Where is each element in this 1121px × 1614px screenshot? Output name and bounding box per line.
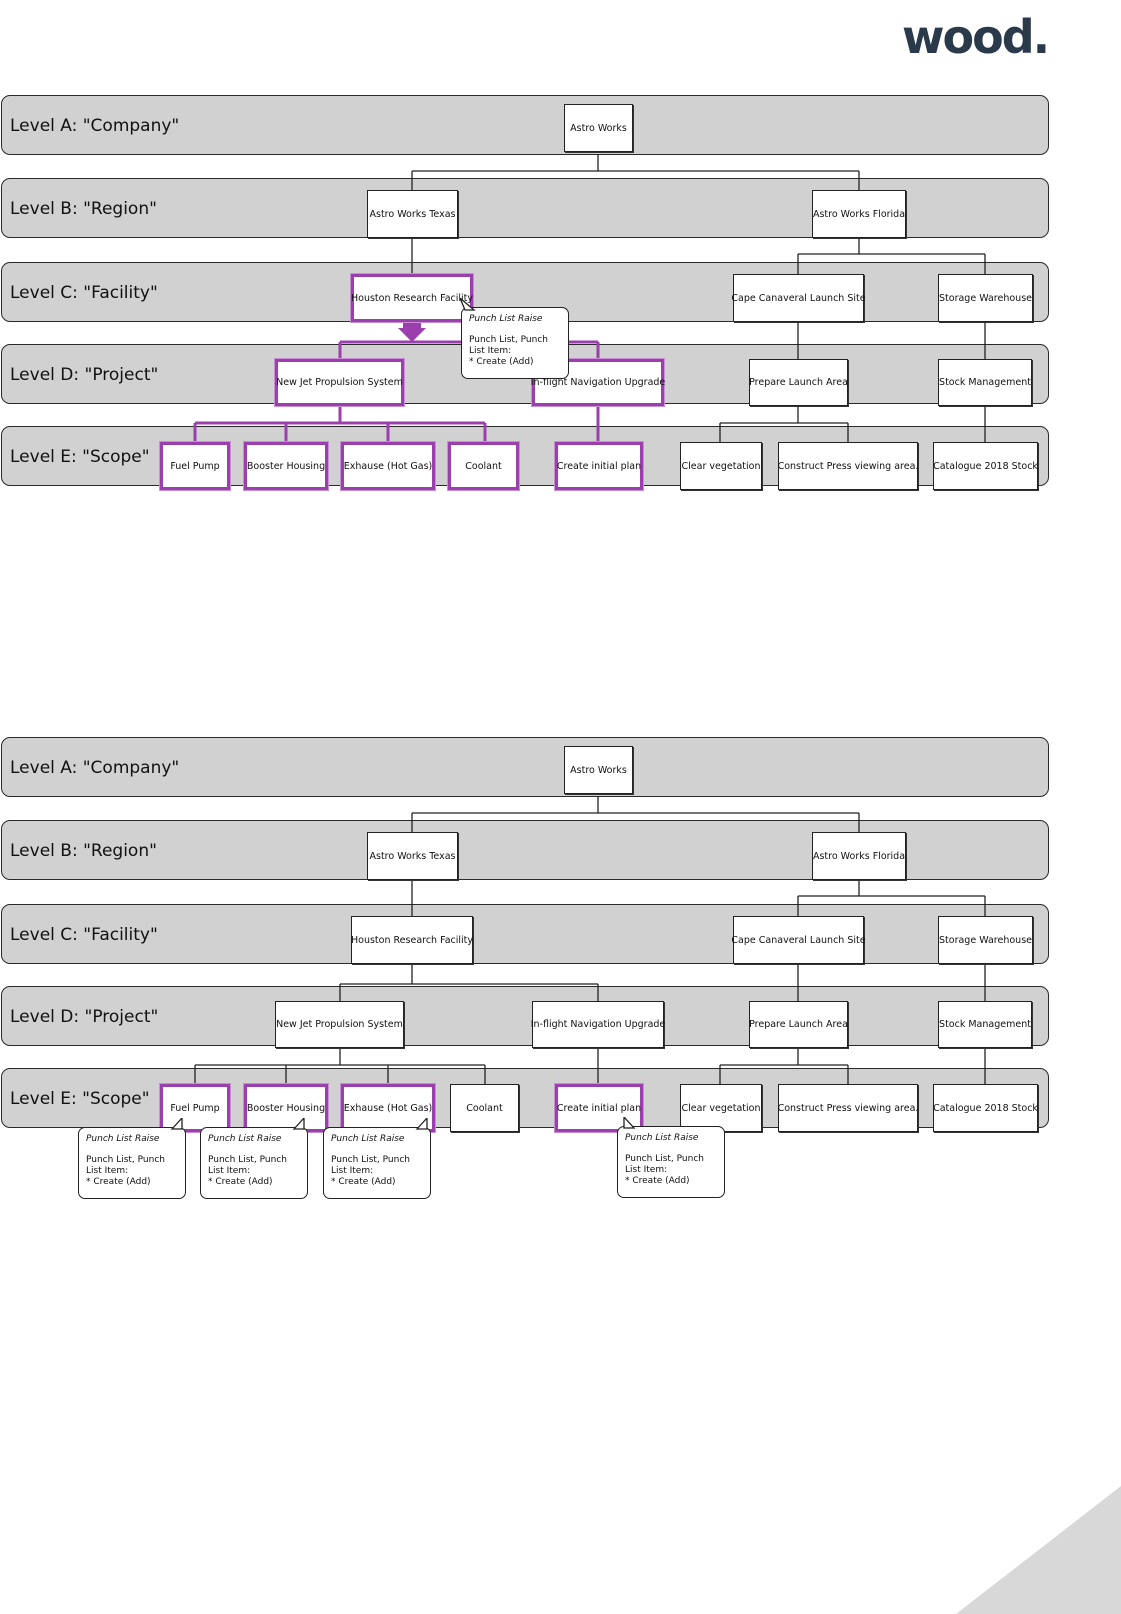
node-coolant[interactable]: Coolant xyxy=(450,1084,519,1132)
node-catalogue-stock[interactable]: Catalogue 2018 Stock xyxy=(933,442,1038,490)
callout-body: Punch List, Punch List Item: * Create (A… xyxy=(331,1155,410,1187)
callout-tail xyxy=(415,1118,428,1130)
callout-tail xyxy=(460,298,476,311)
node-clear-vegetation[interactable]: Clear vegetation xyxy=(680,442,762,490)
node-construct-press[interactable]: Construct Press viewing area. xyxy=(778,442,918,490)
node-create-initial-plan[interactable]: Create initial plan xyxy=(555,442,643,490)
punch-list-callout-fuel-pump: Punch List Raise Punch List, Punch List … xyxy=(78,1127,186,1199)
level-label-c: Level C: "Facility" xyxy=(10,925,158,945)
callout-title: Punch List Raise xyxy=(625,1133,699,1143)
expand-arrow-icon xyxy=(398,322,426,342)
level-label-a: Level A: "Company" xyxy=(10,758,180,778)
callout-body: Punch List, Punch List Item: * Create (A… xyxy=(625,1154,704,1186)
node-fuel-pump[interactable]: Fuel Pump xyxy=(160,1084,230,1132)
level-label-b: Level B: "Region" xyxy=(10,841,157,861)
node-exhause[interactable]: Exhause (Hot Gas) xyxy=(341,442,435,490)
node-inflight-navigation[interactable]: In-flight Navigation Upgrade xyxy=(531,1001,665,1048)
node-coolant[interactable]: Coolant xyxy=(448,442,519,490)
punch-list-callout-create-initial-plan: Punch List Raise Punch List, Punch List … xyxy=(617,1126,725,1198)
callout-title: Punch List Raise xyxy=(469,314,543,324)
node-storage-warehouse[interactable]: Storage Warehouse xyxy=(938,274,1033,322)
node-houston-research-facility[interactable]: Houston Research Facility xyxy=(351,274,473,322)
node-construct-press[interactable]: Construct Press viewing area. xyxy=(778,1084,918,1132)
node-prepare-launch-area[interactable]: Prepare Launch Area xyxy=(749,1001,848,1048)
node-astro-works-florida[interactable]: Astro Works Florida xyxy=(812,832,906,880)
level-band-c: Level C: "Facility" xyxy=(1,904,1049,964)
callout-body: Punch List, Punch List Item: * Create (A… xyxy=(86,1155,165,1187)
callout-tail xyxy=(292,1118,305,1130)
level-band-a: Level A: "Company" xyxy=(1,95,1049,155)
punch-list-callout-exhause: Punch List Raise Punch List, Punch List … xyxy=(323,1127,431,1199)
level-band-d: Level D: "Project" xyxy=(1,986,1049,1046)
wood-logo: wood. xyxy=(902,10,1050,64)
hierarchy-diagram-bottom: Level A: "Company" Level B: "Region" Lev… xyxy=(0,732,1121,1199)
level-label-e: Level E: "Scope" xyxy=(10,447,150,467)
node-new-jet-propulsion[interactable]: New Jet Propulsion System xyxy=(275,359,404,406)
node-booster-housing[interactable]: Booster Housing xyxy=(244,1084,328,1132)
connector-lines xyxy=(194,796,986,1084)
node-clear-vegetation[interactable]: Clear vegetation xyxy=(680,1084,762,1132)
node-storage-warehouse[interactable]: Storage Warehouse xyxy=(938,916,1033,964)
level-label-a: Level A: "Company" xyxy=(10,116,180,136)
node-booster-housing[interactable]: Booster Housing xyxy=(244,442,328,490)
node-catalogue-stock[interactable]: Catalogue 2018 Stock xyxy=(933,1084,1038,1132)
corner-decoration xyxy=(956,1486,1121,1614)
node-astro-works[interactable]: Astro Works xyxy=(564,746,633,794)
node-new-jet-propulsion[interactable]: New Jet Propulsion System xyxy=(275,1001,404,1048)
punch-list-callout: Punch List Raise Punch List, Punch List … xyxy=(461,307,569,379)
node-prepare-launch-area[interactable]: Prepare Launch Area xyxy=(749,359,848,406)
callout-title: Punch List Raise xyxy=(331,1134,405,1144)
node-astro-works[interactable]: Astro Works xyxy=(564,104,633,152)
callout-body: Punch List, Punch List Item: * Create (A… xyxy=(208,1155,287,1187)
level-label-e: Level E: "Scope" xyxy=(10,1089,150,1109)
node-astro-works-texas[interactable]: Astro Works Texas xyxy=(367,190,458,238)
node-cape-canaveral[interactable]: Cape Canaveral Launch Site xyxy=(731,274,866,322)
node-houston-research-facility[interactable]: Houston Research Facility xyxy=(351,916,473,964)
node-cape-canaveral[interactable]: Cape Canaveral Launch Site xyxy=(731,916,866,964)
callout-tail xyxy=(170,1118,183,1130)
node-astro-works-texas[interactable]: Astro Works Texas xyxy=(367,832,458,880)
punch-list-callout-booster-housing: Punch List Raise Punch List, Punch List … xyxy=(200,1127,308,1199)
callout-tail xyxy=(623,1117,636,1129)
hierarchy-diagram-top: Level A: "Company" Level B: "Region" Lev… xyxy=(0,90,1121,510)
callout-body: Punch List, Punch List Item: * Create (A… xyxy=(469,335,548,367)
callout-title: Punch List Raise xyxy=(86,1134,160,1144)
level-band-a: Level A: "Company" xyxy=(1,737,1049,797)
level-label-c: Level C: "Facility" xyxy=(10,283,158,303)
node-stock-management[interactable]: Stock Management xyxy=(938,359,1032,406)
node-stock-management[interactable]: Stock Management xyxy=(938,1001,1032,1048)
level-label-d: Level D: "Project" xyxy=(10,365,159,385)
level-label-d: Level D: "Project" xyxy=(10,1007,159,1027)
node-astro-works-florida[interactable]: Astro Works Florida xyxy=(812,190,906,238)
level-label-b: Level B: "Region" xyxy=(10,199,157,219)
callout-title: Punch List Raise xyxy=(208,1134,282,1144)
node-fuel-pump[interactable]: Fuel Pump xyxy=(160,442,230,490)
